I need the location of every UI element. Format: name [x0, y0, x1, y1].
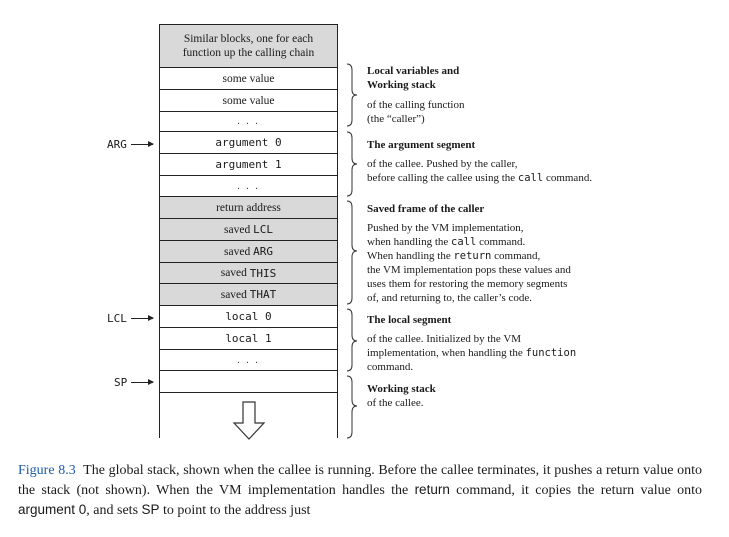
cell-code: ARG: [253, 245, 273, 258]
arrow-right-icon: [130, 314, 154, 321]
stack-cell-local-0: local 0: [159, 306, 338, 328]
annotation-code: return: [453, 250, 492, 262]
annotation-code: call: [517, 172, 544, 184]
annotation-line: When handling the return command,: [367, 249, 571, 263]
caption-text: , and sets: [86, 503, 142, 518]
stack-cell-argument-ellipsis: . . .: [159, 176, 338, 197]
annotation-code: call: [451, 236, 477, 248]
cell-prefix: saved: [220, 267, 247, 279]
stack-cell-saved-arg: saved ARG: [159, 241, 338, 263]
brace-working: [346, 375, 358, 439]
annotation-text: command.: [476, 236, 526, 248]
annotation-working-stack: Working stack of the callee.: [367, 382, 436, 410]
brace-argument: [346, 131, 358, 197]
stack-cell-saved-that: saved THAT: [159, 284, 338, 306]
caption-text: The global stack, shown when the callee …: [18, 463, 702, 498]
brace-saved-frame: [346, 200, 358, 305]
stack-cell-local-1: local 1: [159, 328, 338, 350]
stack-cell-return-address: return address: [159, 197, 338, 219]
stack-cell-local-ellipsis: . . .: [159, 350, 338, 371]
cell-code: THAT: [249, 288, 277, 301]
annotation-heading: The local segment: [367, 314, 452, 326]
cell-text: argument 0: [215, 136, 282, 149]
caption-code: SP: [141, 502, 160, 517]
cell-ellipsis: . . .: [237, 354, 260, 366]
lcl-pointer: LCL: [107, 311, 154, 325]
annotation-saved-frame: Saved frame of the caller Pushed by the …: [367, 202, 571, 305]
figure-caption: Figure 8.3 The global stack, shown when …: [18, 461, 702, 520]
annotation-heading: Working stack: [367, 79, 436, 91]
cell-ellipsis: . . .: [237, 180, 260, 192]
lcl-pointer-label: LCL: [107, 311, 127, 325]
annotation-text: When handling the: [367, 250, 454, 262]
annotation-text: implementation, when handling the: [367, 347, 526, 359]
annotation-text: before calling the callee using the: [367, 172, 518, 184]
stack-cell-sp-slot: [159, 371, 338, 393]
annotation-text: when handling the: [367, 236, 452, 248]
cell-text: local 1: [225, 332, 272, 345]
annotation-caller-locals: Local variables and Working stack of the…: [367, 64, 464, 126]
down-arrow-icon: [232, 401, 266, 440]
annotation-line: implementation, when handling the functi…: [367, 346, 576, 360]
brace-caller: [346, 63, 358, 127]
annotation-heading: Saved frame of the caller: [367, 203, 485, 215]
stack-cell-saved-lcl: saved LCL: [159, 219, 338, 241]
stack-cell-argument-0: argument 0: [159, 132, 338, 154]
caption-code: return: [414, 482, 450, 497]
cell-prefix: saved: [224, 245, 251, 258]
stack-cell-caller-value-1: some value: [159, 68, 338, 90]
annotation-line: command.: [367, 361, 414, 373]
cell-prefix: saved: [224, 223, 251, 236]
arrow-right-icon: [130, 140, 154, 147]
stack-header-cell: Similar blocks, one for each function up…: [159, 24, 338, 68]
annotation-line: of the calling function: [367, 99, 465, 111]
cell-text: local 0: [225, 310, 272, 323]
caption-text: command, it copies the return value onto: [449, 483, 702, 498]
cell-text: some value: [222, 94, 275, 107]
stack-cell-caller-value-2: some value: [159, 90, 338, 112]
annotation-line: of the callee. Pushed by the caller,: [367, 158, 518, 170]
annotation-line: of the callee. Initialized by the VM: [367, 333, 522, 345]
cell-prefix: saved: [220, 288, 247, 301]
caption-code: argument 0: [18, 502, 87, 517]
cell-text: return address: [216, 201, 281, 214]
annotation-line: of, and returning to, the caller’s code.: [367, 292, 533, 304]
annotation-local-segment: The local segment of the callee. Initial…: [367, 313, 576, 374]
cell-code: LCL: [253, 223, 273, 236]
cell-ellipsis: . . .: [237, 116, 260, 127]
annotation-line: Pushed by the VM implementation,: [367, 222, 524, 234]
figure-label: Figure 8.3: [18, 463, 76, 478]
annotation-line: when handling the call command.: [367, 235, 571, 249]
arg-pointer: ARG: [107, 137, 154, 151]
cell-code: THIS: [249, 266, 277, 280]
stack-cell-argument-1: argument 1: [159, 154, 338, 176]
annotation-argument-segment: The argument segment of the callee. Push…: [367, 138, 592, 185]
stack-header-text: Similar blocks, one for each function up…: [182, 33, 315, 59]
cell-text: argument 1: [215, 158, 282, 171]
annotation-line: of the callee.: [367, 397, 424, 409]
annotation-heading: The argument segment: [367, 139, 476, 151]
annotation-heading: Local variables and: [367, 65, 460, 77]
caption-text: to point to the address just: [159, 503, 311, 518]
braces: [346, 63, 358, 439]
annotation-line: before calling the callee using the call…: [367, 171, 592, 185]
cell-text: some value: [222, 72, 275, 85]
stack-cell-caller-ellipsis: . . .: [159, 112, 338, 132]
annotation-code: function: [525, 347, 577, 359]
arrow-right-icon: [131, 378, 155, 385]
brace-local: [346, 308, 358, 372]
annotation-line: uses them for restoring the memory segme…: [367, 278, 568, 290]
sp-pointer-label: SP: [114, 375, 128, 389]
annotation-text: command,: [491, 250, 541, 262]
annotation-line: the VM implementation pops these values …: [367, 264, 571, 276]
stack-cell-saved-this: saved THIS: [159, 263, 338, 284]
annotation-line: (the “caller”): [367, 113, 425, 125]
annotation-text: command.: [543, 172, 593, 184]
arg-pointer-label: ARG: [107, 137, 127, 151]
sp-pointer: SP: [114, 375, 155, 389]
annotation-heading: Working stack: [367, 383, 436, 395]
